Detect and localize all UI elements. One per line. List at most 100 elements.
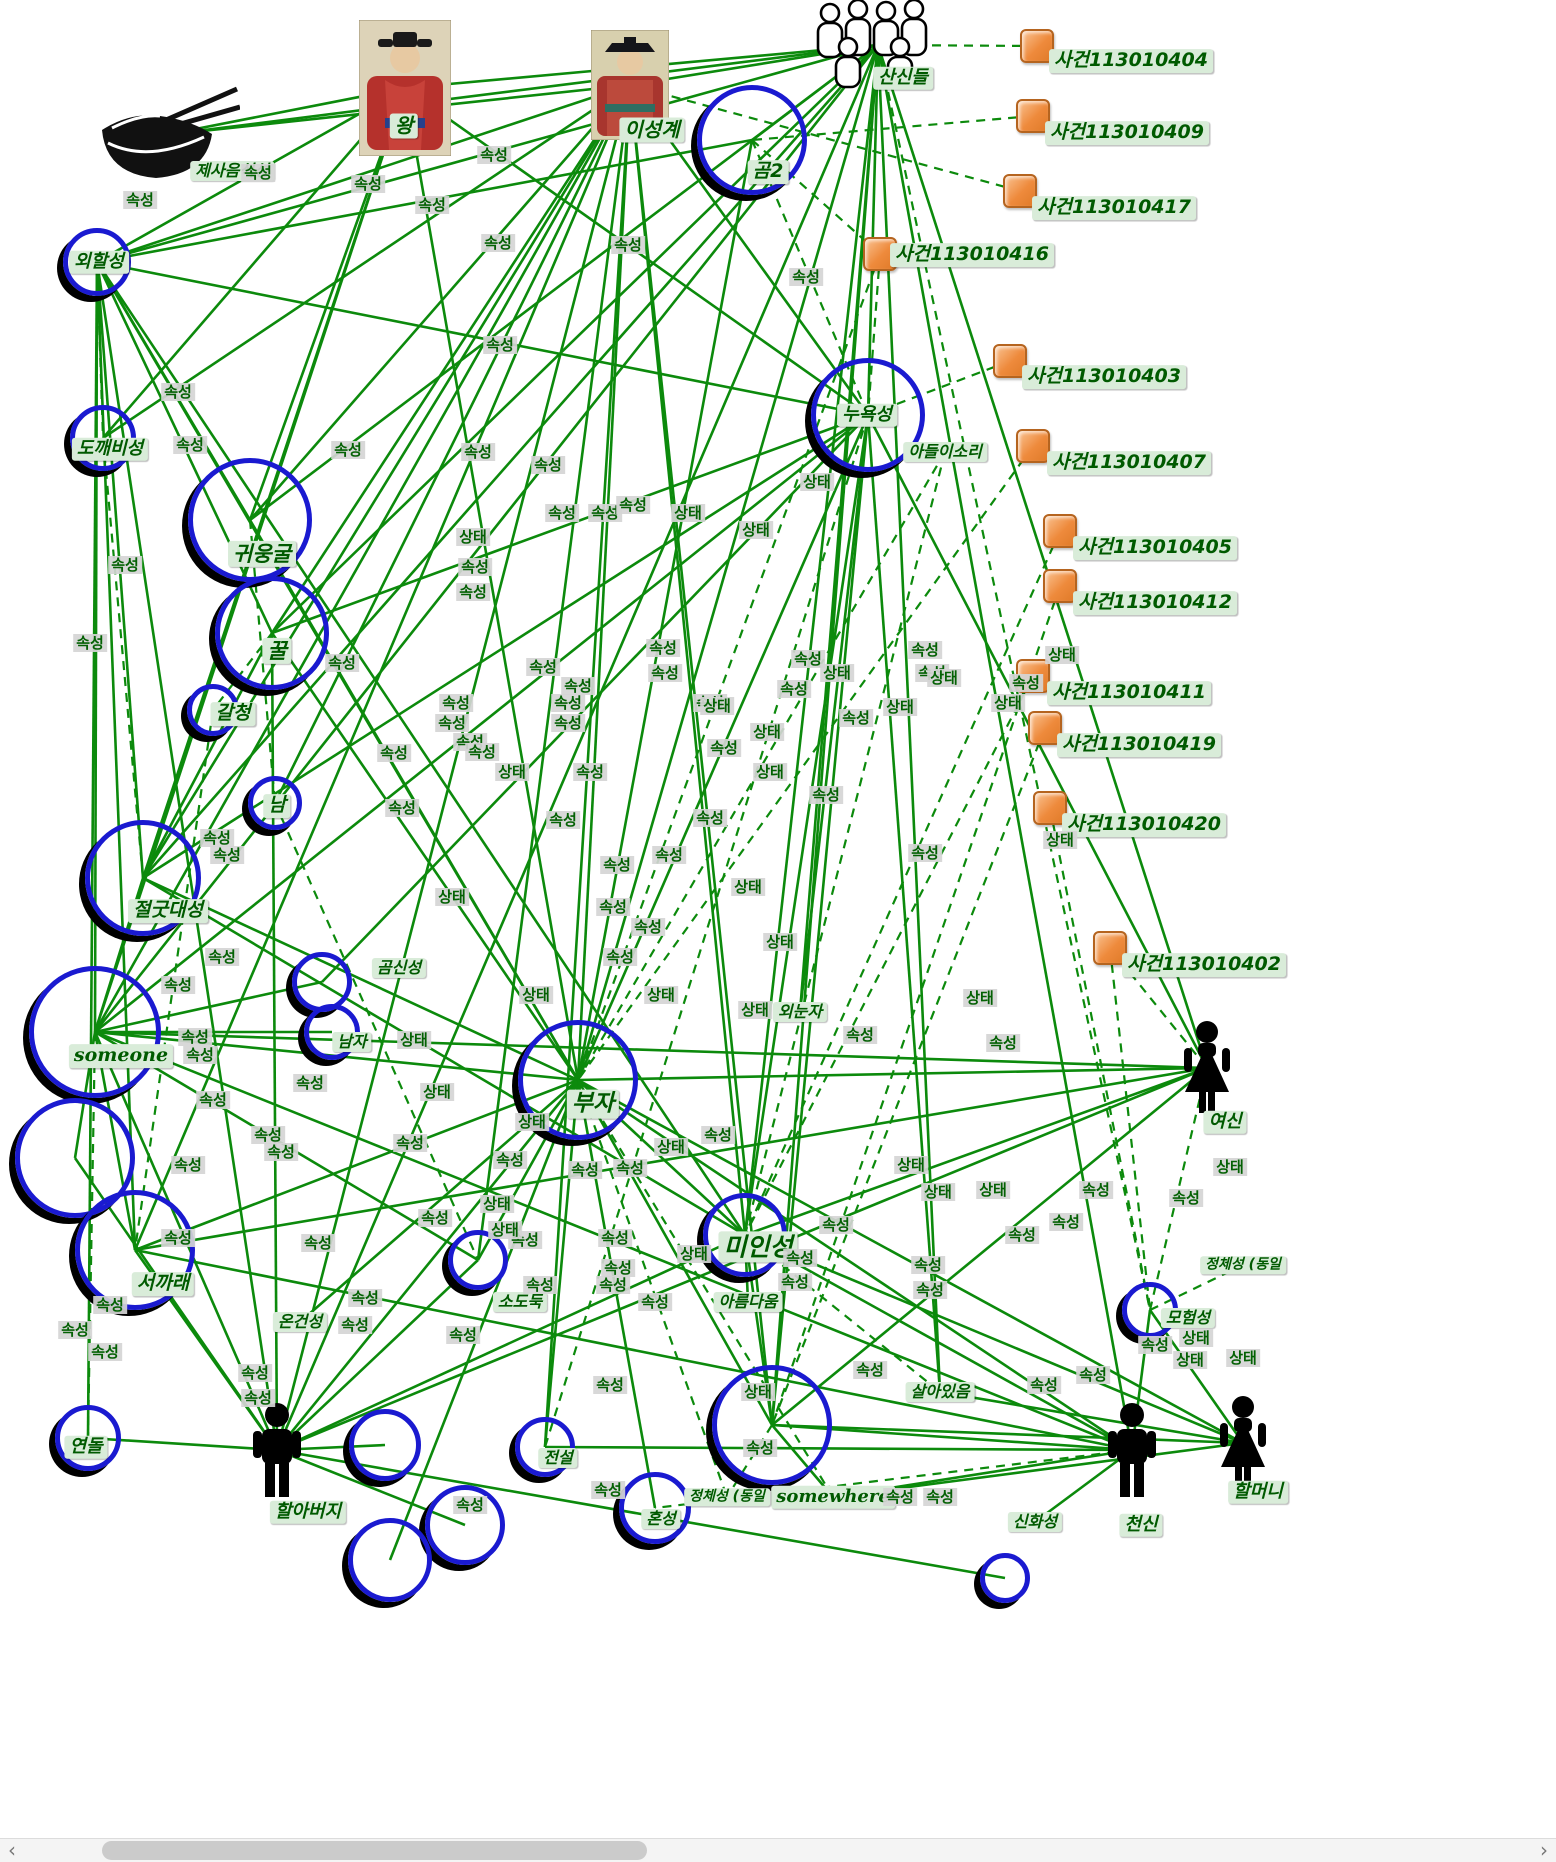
node-label-gom2[interactable]: 곰2 xyxy=(747,160,789,184)
node-label-buja[interactable]: 부자 xyxy=(566,1089,620,1119)
node-label-gomsin[interactable]: 곰신성 xyxy=(371,958,427,978)
node-label-someone[interactable]: someone xyxy=(68,1044,174,1068)
node-label-galcheong[interactable]: 갈청 xyxy=(210,702,256,726)
node-label-areum[interactable]: 아름다움 xyxy=(713,1292,783,1312)
node-label-oehalseong[interactable]: 외할성 xyxy=(69,250,129,274)
node-label-ev407[interactable]: 사건113010407 xyxy=(1047,451,1211,475)
node-label-adeul[interactable]: 아들이소리 xyxy=(903,442,987,462)
node-label-ongeon[interactable]: 온건성 xyxy=(272,1312,328,1332)
node-nam[interactable] xyxy=(248,776,302,830)
node-halmeoni[interactable] xyxy=(1211,1395,1275,1495)
node-label-jeolgut[interactable]: 절굿대성 xyxy=(128,899,208,923)
node-label-somewhere[interactable]: somewhere xyxy=(771,1485,895,1509)
node-label-gwiunggul[interactable]: 귀웅굴 xyxy=(228,540,296,568)
node-label-ev404[interactable]: 사건113010404 xyxy=(1049,49,1213,73)
event-icon[interactable] xyxy=(1003,174,1037,208)
node-label-ev403[interactable]: 사건113010403 xyxy=(1022,365,1186,389)
graph-edge xyxy=(771,1423,1133,1452)
node-sododuk[interactable] xyxy=(448,1230,508,1290)
node-label-ev412[interactable]: 사건113010412 xyxy=(1073,591,1237,615)
node-buja[interactable] xyxy=(518,1020,638,1140)
node-sanshin[interactable] xyxy=(810,0,946,95)
graph-edge xyxy=(744,1233,1244,1445)
node-harabeoji[interactable] xyxy=(246,1402,308,1502)
node-label-harabeoji[interactable]: 할아버지 xyxy=(269,1500,347,1524)
node-label-ev411[interactable]: 사건113010411 xyxy=(1047,681,1211,705)
node-c_b5[interactable] xyxy=(348,1518,432,1602)
node-label-sododuk[interactable]: 소도둑 xyxy=(492,1292,548,1312)
node-kkul[interactable] xyxy=(215,576,329,690)
event-icon[interactable] xyxy=(1028,711,1062,745)
node-someone[interactable] xyxy=(29,966,161,1098)
node-label-ev420[interactable]: 사건113010420 xyxy=(1062,813,1226,837)
event-icon[interactable] xyxy=(1016,429,1050,463)
edge-label: 속성 xyxy=(483,336,517,354)
edge-label: 상태 xyxy=(800,473,834,491)
node-label-jeongche_b[interactable]: 정체성 (동일 xyxy=(684,1488,770,1506)
horizontal-scrollbar[interactable]: ‹ › xyxy=(0,1838,1556,1862)
node-label-c_b3[interactable]: 혼성 xyxy=(641,1509,681,1529)
node-label-yeosin[interactable]: 여신 xyxy=(1203,1110,1247,1134)
node-ricebowl[interactable] xyxy=(90,85,241,189)
node-c_l1[interactable] xyxy=(15,1098,135,1218)
node-c_r2[interactable] xyxy=(980,1553,1030,1603)
edge-label: 상태 xyxy=(820,664,854,682)
event-icon[interactable] xyxy=(1043,569,1077,603)
node-label-yeondol[interactable]: 연돌 xyxy=(64,1435,108,1459)
edge-label: 상태 xyxy=(1213,1158,1247,1176)
node-label-sinhwa[interactable]: 신화성 xyxy=(1007,1512,1063,1532)
node-king[interactable] xyxy=(358,19,452,160)
node-jeolgut[interactable] xyxy=(85,820,201,936)
graph-edge xyxy=(321,414,869,983)
graph-edge xyxy=(275,1079,580,1451)
graph-edge xyxy=(142,876,579,1082)
event-icon[interactable] xyxy=(1033,791,1067,825)
node-seokkarae[interactable] xyxy=(75,1190,195,1310)
edge-label: 상태 xyxy=(519,986,553,1004)
node-c_b2[interactable] xyxy=(349,1409,421,1481)
node-label-ev419[interactable]: 사건113010419 xyxy=(1057,733,1221,757)
node-label-jeonseol[interactable]: 전설 xyxy=(538,1448,578,1468)
event-icon[interactable] xyxy=(1020,29,1054,63)
node-label-ev405[interactable]: 사건113010405 xyxy=(1073,536,1237,560)
node-c_b1[interactable] xyxy=(712,1365,832,1485)
node-nuyok[interactable] xyxy=(811,358,925,472)
node-label-ev417[interactable]: 사건113010417 xyxy=(1032,196,1196,220)
event-icon[interactable] xyxy=(1016,99,1050,133)
node-label-yi[interactable]: 이성계 xyxy=(619,117,685,143)
node-label-king[interactable]: 왕 xyxy=(389,113,419,139)
node-label-jeongche_r[interactable]: 정체성 (동일 xyxy=(1200,1256,1286,1274)
node-label-ev416[interactable]: 사건113010416 xyxy=(890,243,1054,267)
node-label-kkul[interactable]: 꿀 xyxy=(262,637,292,665)
node-label-nuyok[interactable]: 누욕성 xyxy=(837,403,897,427)
node-label-cheonsin[interactable]: 천신 xyxy=(1119,1513,1163,1537)
node-label-ev402[interactable]: 사건113010402 xyxy=(1122,953,1286,977)
node-label-moheom[interactable]: 모험성 xyxy=(1160,1308,1216,1328)
event-icon[interactable] xyxy=(1093,931,1127,965)
node-label-namja[interactable]: 남자 xyxy=(332,1032,372,1052)
node-label-oenunja[interactable]: 외눈자 xyxy=(772,1002,828,1022)
node-cheonsin[interactable] xyxy=(1101,1402,1163,1502)
node-label-sanshin[interactable]: 산신들 xyxy=(873,66,933,90)
node-label-miin[interactable]: 미인성 xyxy=(718,1231,798,1263)
graph-edge xyxy=(576,1079,729,1498)
node-c_b4[interactable] xyxy=(425,1485,505,1565)
node-label-halmeoni[interactable]: 할머니 xyxy=(1228,1480,1288,1504)
event-icon[interactable] xyxy=(993,344,1027,378)
node-c_b3[interactable] xyxy=(619,1472,691,1544)
node-label-ev409[interactable]: 사건113010409 xyxy=(1045,121,1209,145)
node-gom2[interactable] xyxy=(697,85,807,195)
scroll-left-arrow[interactable]: ‹ xyxy=(8,1838,16,1862)
node-label-salaissum[interactable]: 살아있음 xyxy=(905,1382,975,1402)
node-yeosin[interactable] xyxy=(1175,1020,1239,1120)
node-gomsin[interactable] xyxy=(292,952,352,1012)
event-icon[interactable] xyxy=(1043,514,1077,548)
node-jeonseol[interactable] xyxy=(515,1417,575,1477)
scrollbar-thumb[interactable] xyxy=(102,1841,647,1860)
node-label-seokkarae[interactable]: 서까래 xyxy=(131,1272,195,1296)
node-label-dokkaebi[interactable]: 도깨비성 xyxy=(71,437,149,461)
node-label-nam[interactable]: 남 xyxy=(263,794,291,818)
scrollbar-track[interactable] xyxy=(24,1839,1532,1862)
scroll-right-arrow[interactable]: › xyxy=(1540,1838,1548,1862)
node-yeondol[interactable] xyxy=(55,1405,121,1471)
